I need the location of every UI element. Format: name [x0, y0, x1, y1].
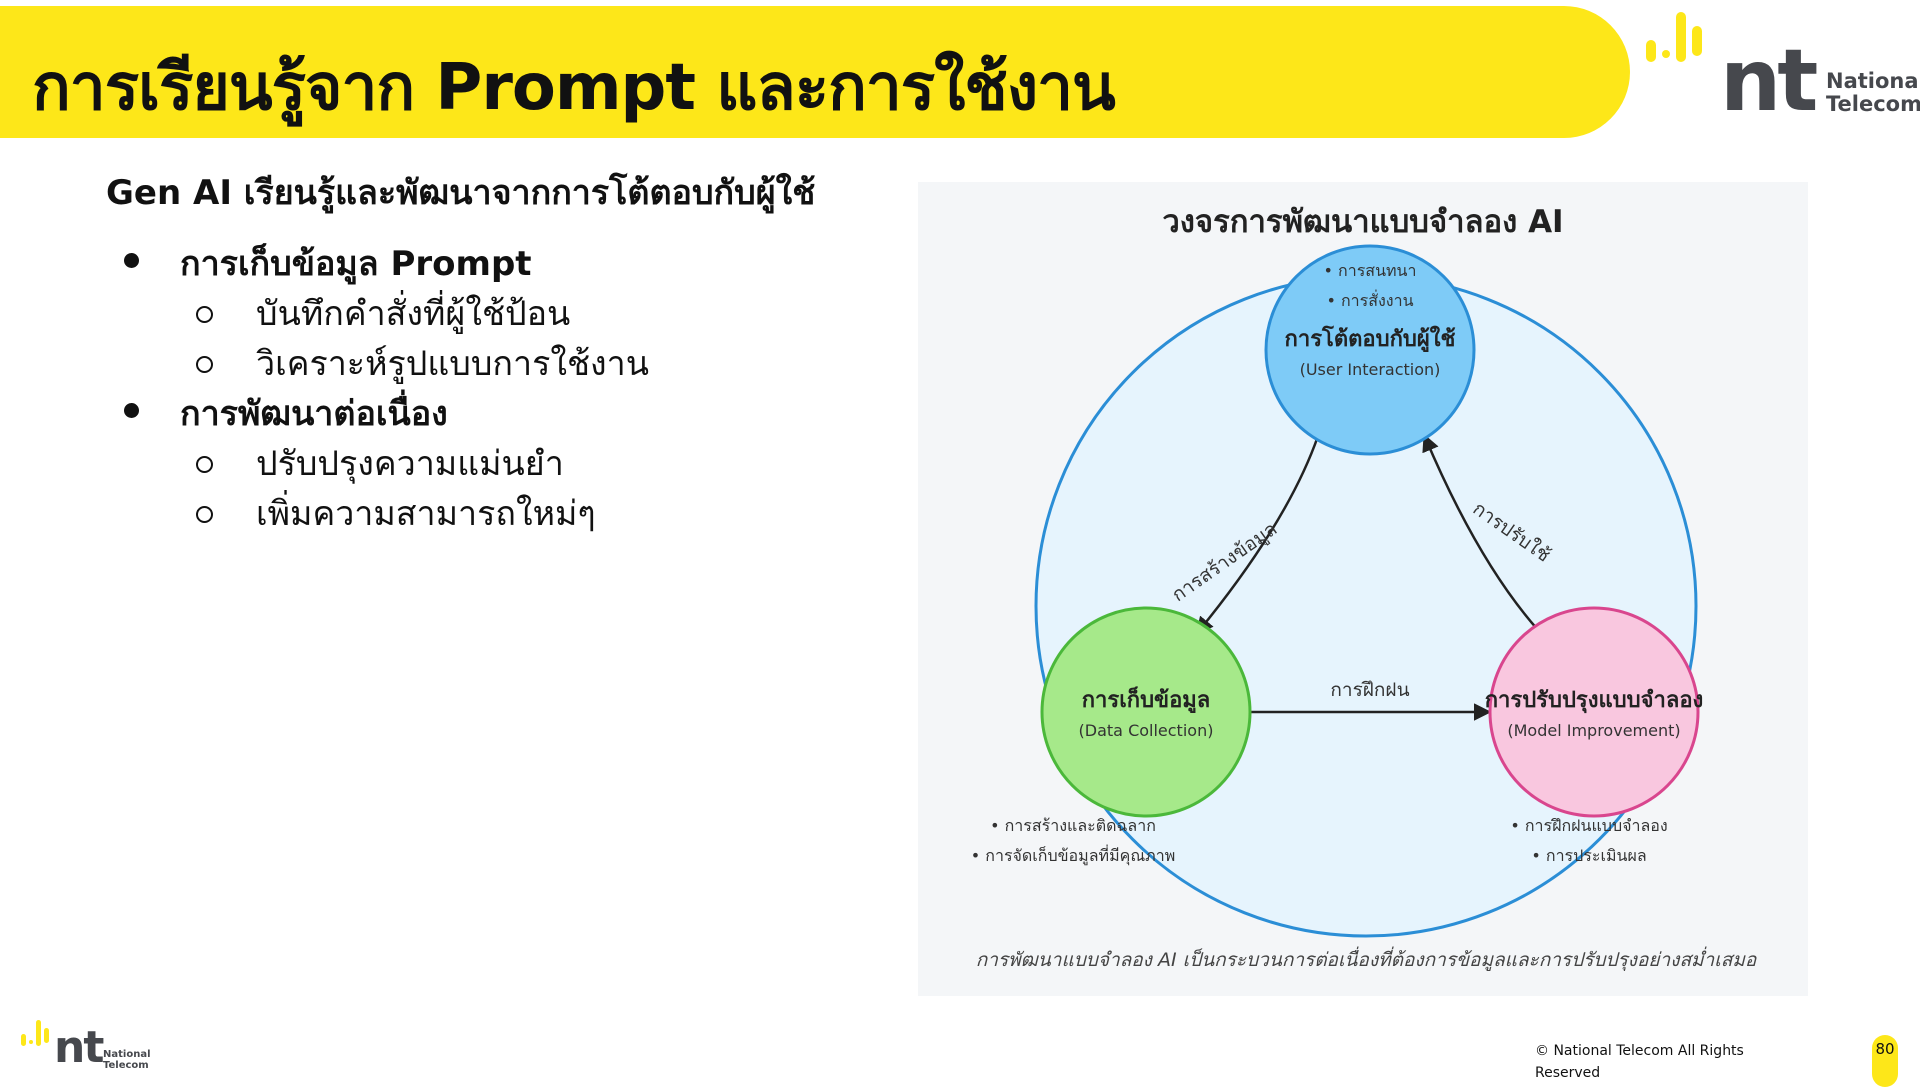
ai-cycle-diagram: วงจรการพัฒนาแบบจำลอง AI การสร้างข้อมูล ก…: [918, 182, 1808, 996]
node-title: การโต้ตอบกับผู้ใช้: [1285, 325, 1456, 353]
bullet-label: การพัฒนาต่อเนื่อง: [180, 394, 448, 434]
sub-bullet-item: บันทึกคำสั่งที่ผู้ใช้ป้อน: [180, 289, 906, 339]
circle-bullet-icon: [196, 456, 213, 473]
sub-bullet-item: วิเคราะห์รูปแบบการใช้งาน: [180, 339, 906, 389]
interaction-point: • การสนทนา: [1324, 261, 1417, 280]
sub-bullet-item: ปรับปรุงความแม่นยำ: [180, 439, 906, 489]
bullet-list: การเก็บข้อมูล Prompt บันทึกคำสั่งที่ผู้ใ…: [106, 239, 906, 539]
diagram-title: วงจรการพัฒนาแบบจำลอง AI: [1162, 204, 1563, 240]
cycle-diagram-svg: วงจรการพัฒนาแบบจำลอง AI การสร้างข้อมูล ก…: [971, 204, 1758, 971]
arrow-interaction-to-collection: [1195, 435, 1320, 635]
title-banner: การเรียนรู้จาก Prompt และการใช้งาน: [0, 6, 1630, 138]
bullet-dot-icon: [124, 403, 139, 418]
nt-logo-mark: nt: [1720, 31, 1818, 131]
node-subtitle: (User Interaction): [1300, 360, 1441, 379]
node-user-interaction: [1264, 244, 1476, 456]
nt-logo: nt National Telecom: [1640, 10, 1920, 130]
nt-logo-signal-icon: [1646, 12, 1702, 62]
copyright-notice: © National Telecom All Rights Reserved: [1535, 1043, 1744, 1081]
node-title: การปรับปรุงแบบจำลอง: [1485, 688, 1704, 714]
node-model-improvement: [1488, 606, 1700, 818]
nt-logo-wordmark: National Telecom: [1826, 69, 1920, 117]
footer-nt-logo: nt National Telecom: [18, 1016, 158, 1076]
footer-logo-wordmark: National Telecom: [103, 1049, 151, 1071]
collection-point: • การสร้างและติดฉลาก: [990, 816, 1156, 835]
footer-logo-mark: nt: [54, 1022, 104, 1073]
node-subtitle: (Data Collection): [1079, 721, 1214, 740]
bullet-item: การพัฒนาต่อเนื่อง ปรับปรุงความแม่นยำ เพิ…: [106, 389, 906, 539]
improvement-point: • การประเมินผล: [1531, 846, 1646, 865]
interaction-point: • การสั่งงาน: [1326, 289, 1413, 310]
bullet-dot-icon: [124, 253, 139, 268]
circle-bullet-icon: [196, 506, 213, 523]
diagram-caption: การพัฒนาแบบจำลอง AI เป็นกระบวนการต่อเนื่…: [976, 946, 1758, 971]
content-heading: Gen AI เรียนรู้และพัฒนาจากการโต้ตอบกับผู…: [106, 173, 816, 213]
improvement-point: • การฝึกฝนแบบจำลอง: [1510, 816, 1667, 835]
sub-bullet-list: ปรับปรุงความแม่นยำ เพิ่มความสามารถใหม่ๆ: [180, 439, 906, 539]
sub-bullet-list: บันทึกคำสั่งที่ผู้ใช้ป้อน วิเคราะห์รูปแบ…: [180, 289, 906, 389]
sub-bullet-item: เพิ่มความสามารถใหม่ๆ: [180, 489, 906, 539]
collection-point: • การจัดเก็บข้อมูลที่มีคุณภาพ: [971, 844, 1175, 866]
arrow-improvement-to-interaction: [1422, 433, 1539, 631]
slide-content: Gen AI เรียนรู้และพัฒนาจากการโต้ตอบกับผู…: [106, 165, 906, 539]
node-data-collection: [1040, 606, 1252, 818]
arrow-label-training: การฝึกฝน: [1330, 679, 1409, 701]
bullet-item: การเก็บข้อมูล Prompt บันทึกคำสั่งที่ผู้ใ…: [106, 239, 906, 389]
circle-bullet-icon: [196, 356, 213, 373]
node-subtitle: (Model Improvement): [1507, 721, 1680, 740]
footer-signal-icon: [21, 1020, 49, 1046]
circle-bullet-icon: [196, 306, 213, 323]
slide-title: การเรียนรู้จาก Prompt และการใช้งาน: [32, 51, 1116, 125]
node-title: การเก็บข้อมูล: [1082, 685, 1211, 714]
bullet-label: การเก็บข้อมูล Prompt: [180, 244, 532, 284]
page-number: 80: [1872, 1035, 1898, 1087]
